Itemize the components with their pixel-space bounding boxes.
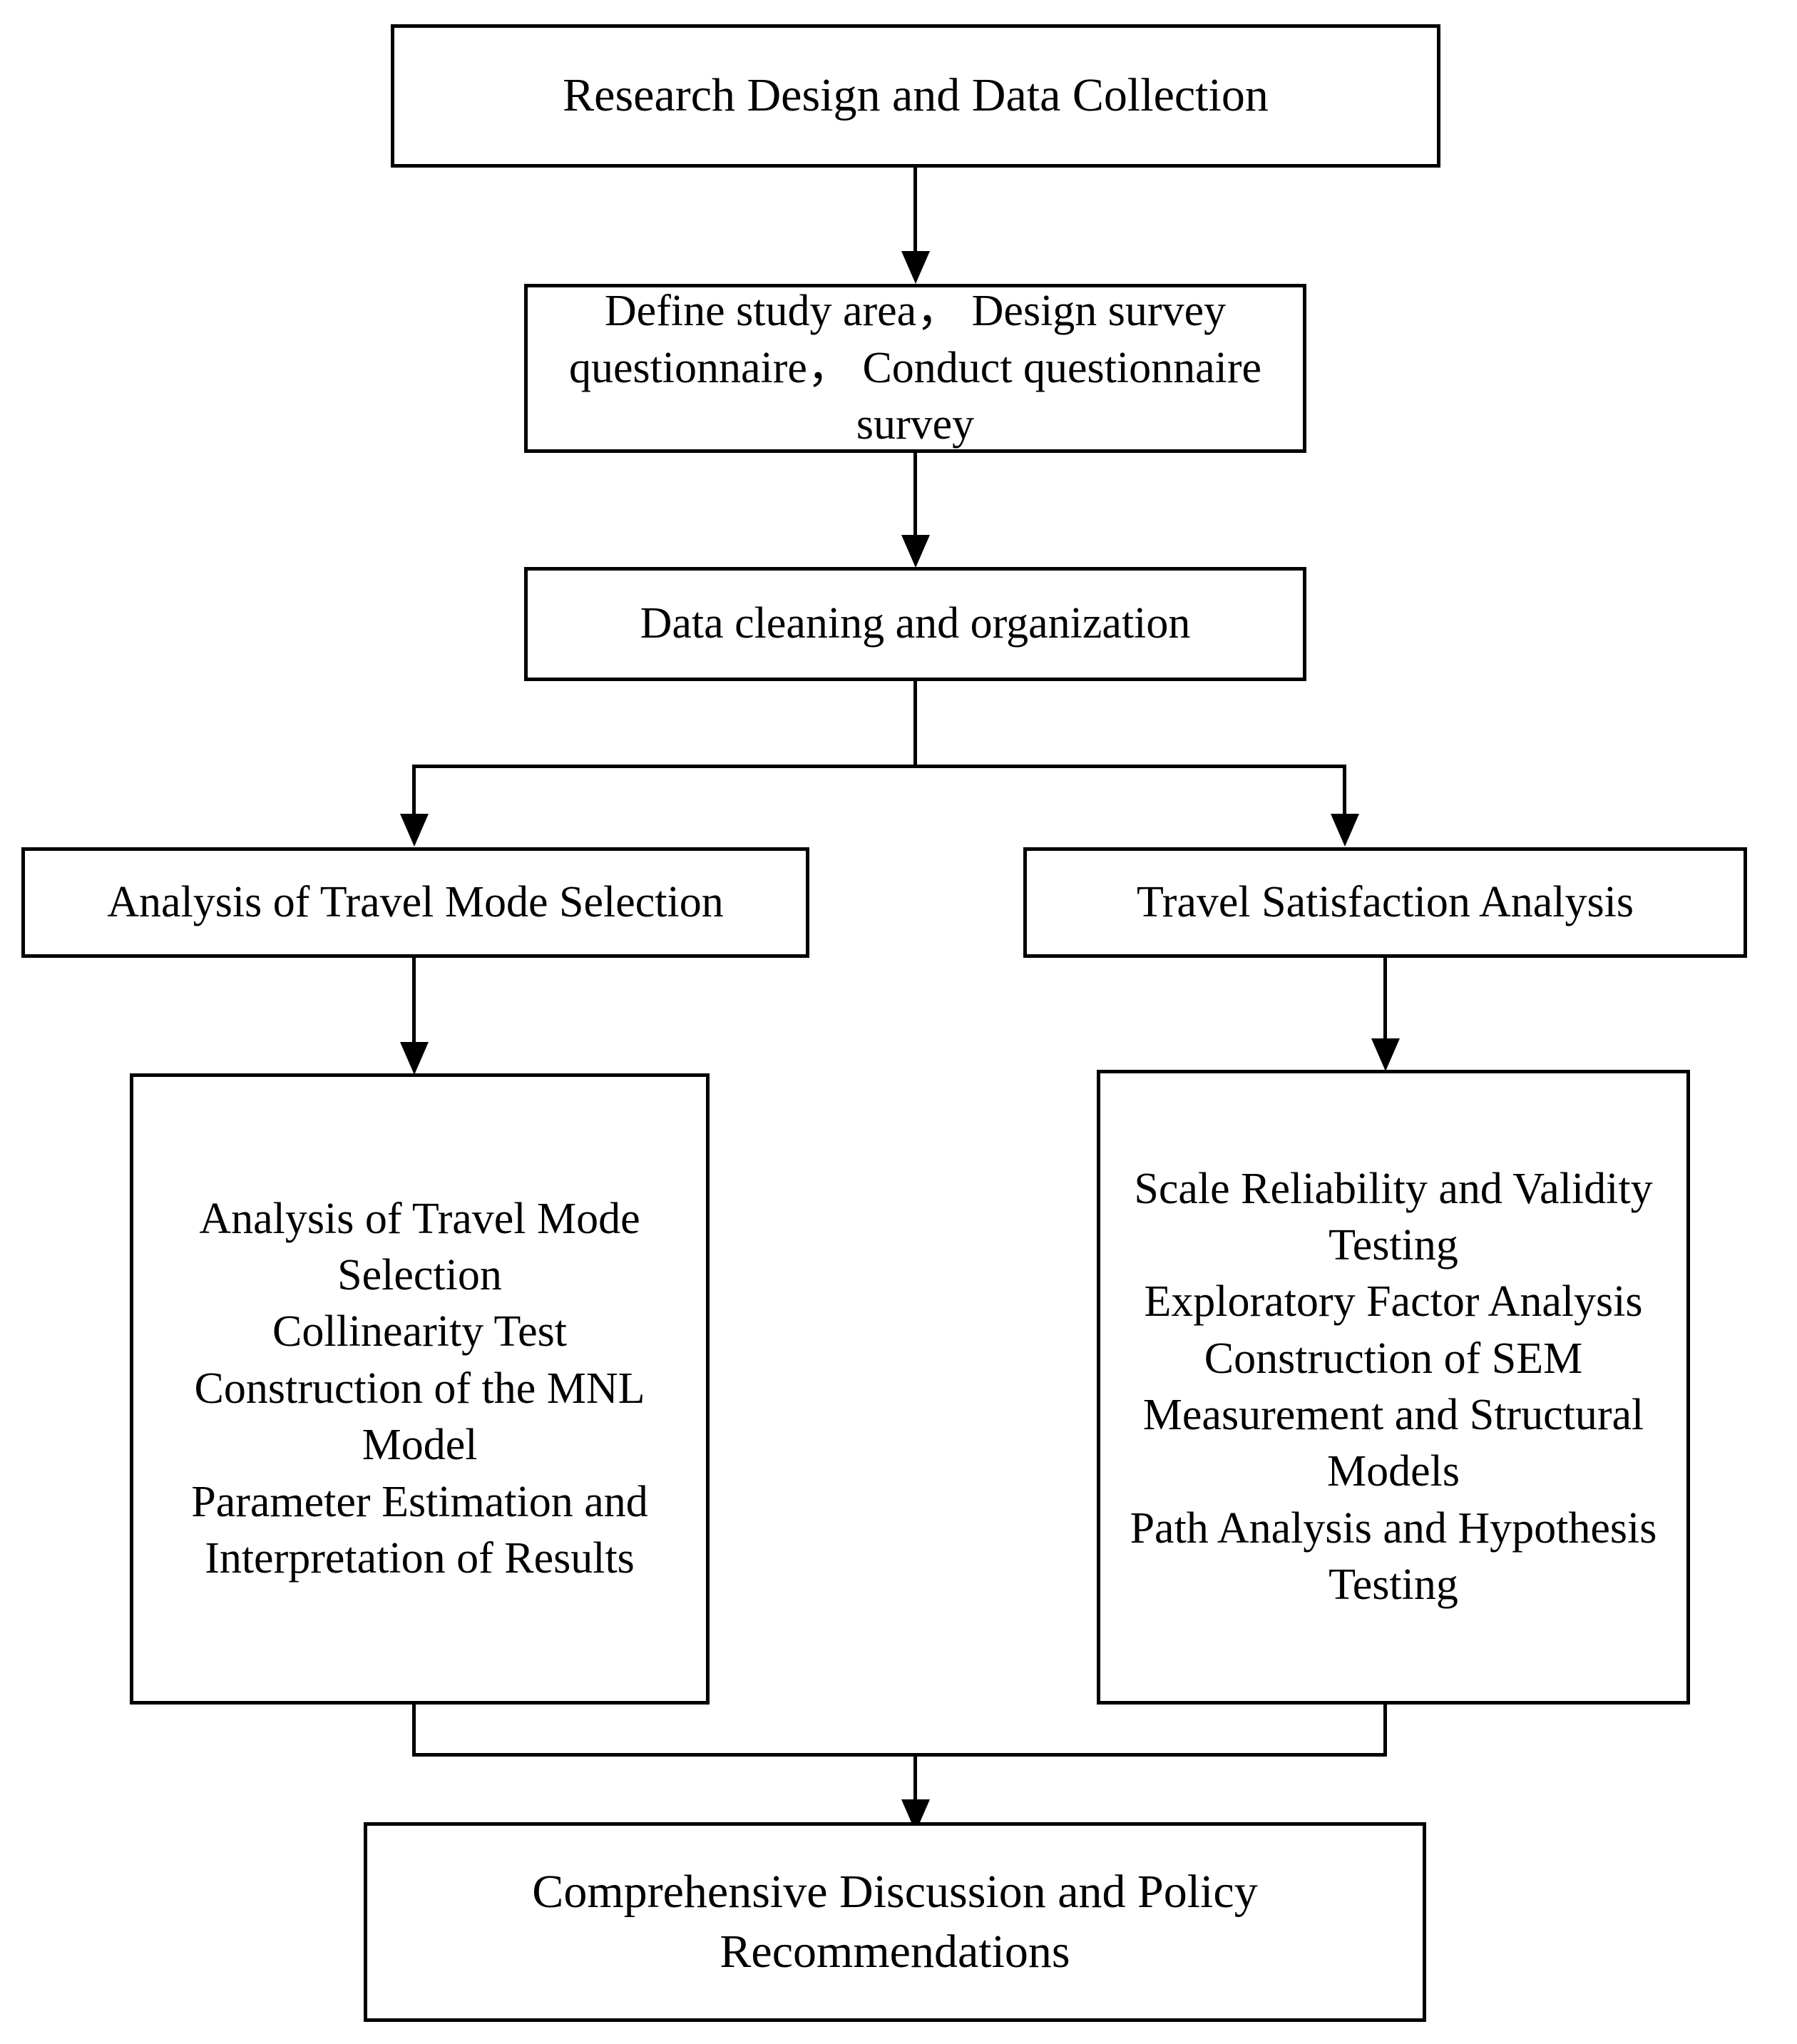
node-travel-mode-detail: Analysis of Travel Mode Selection Collin… (130, 1073, 710, 1705)
connector-define-to-cleaning-line (913, 453, 917, 536)
node-travel-satisfaction-label: Travel Satisfaction Analysis (1137, 877, 1634, 926)
node-data-cleaning: Data cleaning and organization (524, 567, 1306, 681)
connector-merge-left-drop (412, 1705, 416, 1757)
connector-mode-to-detail-arrowhead (400, 1042, 429, 1075)
connector-research-to-define-arrowhead (901, 251, 930, 284)
node-data-cleaning-label: Data cleaning and organization (640, 599, 1191, 648)
connector-define-to-cleaning-arrowhead (901, 535, 930, 568)
connector-cleaning-split-bar (412, 765, 1346, 768)
connector-merge-stem (913, 1753, 917, 1800)
node-define-study: Define study area， Design survey questio… (524, 284, 1306, 453)
connector-mode-to-detail-line (412, 958, 416, 1043)
connector-cleaning-stem (913, 681, 917, 768)
node-travel-satisfaction: Travel Satisfaction Analysis (1023, 847, 1747, 958)
connector-satisfaction-to-detail-line (1383, 958, 1387, 1041)
node-travel-mode-selection: Analysis of Travel Mode Selection (21, 847, 809, 958)
node-travel-satisfaction-detail-label: Scale Reliability and Validity Testing E… (1130, 1164, 1657, 1610)
node-travel-mode-selection-label: Analysis of Travel Mode Selection (107, 877, 724, 926)
node-travel-mode-detail-label: Analysis of Travel Mode Selection Collin… (191, 1194, 648, 1583)
node-research-design: Research Design and Data Collection (391, 24, 1440, 168)
connector-cleaning-to-satisfaction-arrowhead (1331, 814, 1359, 847)
node-define-study-label: Define study area， Design survey questio… (568, 287, 1262, 449)
connector-merge-bar (412, 1753, 1387, 1757)
connector-cleaning-to-mode-arrowhead (400, 814, 429, 847)
node-travel-satisfaction-detail: Scale Reliability and Validity Testing E… (1097, 1070, 1690, 1705)
connector-satisfaction-to-detail-arrowhead (1371, 1038, 1400, 1071)
node-comprehensive-discussion-label: Comprehensive Discussion and Policy Reco… (532, 1865, 1258, 1978)
connector-merge-right-drop (1383, 1705, 1387, 1757)
node-comprehensive-discussion: Comprehensive Discussion and Policy Reco… (364, 1822, 1426, 2022)
connector-cleaning-right-drop (1343, 765, 1346, 814)
node-research-design-label: Research Design and Data Collection (563, 69, 1269, 122)
connector-research-to-define-line (913, 168, 917, 252)
connector-cleaning-left-drop (412, 765, 416, 814)
